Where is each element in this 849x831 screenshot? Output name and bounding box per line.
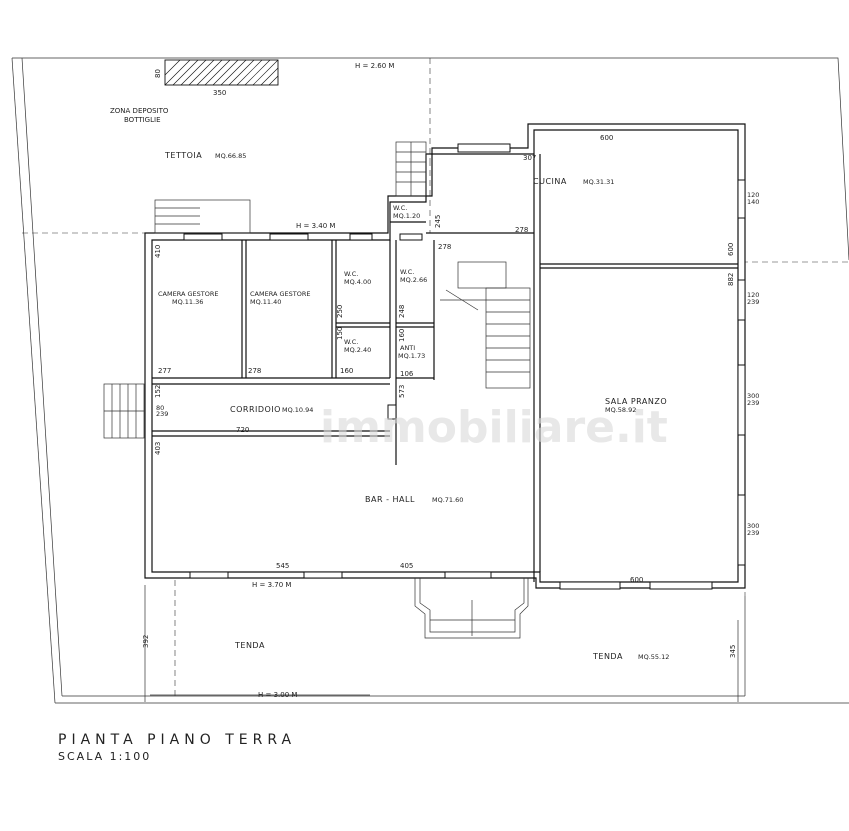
wc1-name: W.C. bbox=[344, 270, 358, 278]
tettoia-stair bbox=[154, 199, 251, 234]
wc-top-name: W.C. bbox=[393, 204, 407, 212]
anti-name: ANTI bbox=[400, 344, 415, 352]
wc1-area: MQ.4.00 bbox=[344, 278, 371, 286]
dim-882: 882 bbox=[727, 273, 735, 286]
wc3-name: W.C. bbox=[344, 338, 358, 346]
win-239a: 239 bbox=[747, 298, 759, 306]
dim-106: 106 bbox=[400, 370, 414, 378]
dim-600-right: 600 bbox=[727, 243, 735, 256]
cucina-name: CUCINA bbox=[533, 177, 567, 186]
dim-405: 405 bbox=[400, 562, 413, 570]
dim-278-c: 278 bbox=[248, 367, 261, 375]
wc3-area: MQ.2.40 bbox=[344, 346, 371, 354]
dim-152: 152 bbox=[154, 385, 162, 398]
central-stair-landing bbox=[457, 261, 507, 289]
watermark: immobiliare.it bbox=[320, 402, 668, 453]
win-300a: 300 bbox=[747, 392, 759, 400]
site-boundary-left-inner bbox=[21, 57, 63, 697]
camera2-name: CAMERA GESTORE bbox=[250, 290, 310, 298]
win-80: 80 bbox=[156, 404, 164, 412]
dim-160-a: 160 bbox=[398, 329, 406, 342]
corridoio-area: MQ.10.94 bbox=[282, 406, 313, 414]
win-300b: 300 bbox=[747, 522, 759, 530]
sala-area: MQ.58.92 bbox=[605, 406, 636, 414]
height-lower: H = 3.70 M bbox=[252, 581, 291, 589]
dim-545: 545 bbox=[276, 562, 289, 570]
central-stair bbox=[440, 287, 531, 389]
dim-160-b: 160 bbox=[340, 367, 353, 375]
wc-top-area: MQ.1.20 bbox=[393, 212, 420, 220]
tenda-right-area: MQ.55.12 bbox=[638, 653, 669, 661]
site-boundary bbox=[12, 57, 849, 261]
camera1-area: MQ.11.36 bbox=[172, 298, 203, 306]
left-stair bbox=[103, 383, 145, 439]
dim-278-a: 278 bbox=[515, 226, 528, 234]
plan-title: PIANTA PIANO TERRA bbox=[58, 732, 296, 748]
building-outline bbox=[144, 123, 746, 589]
dim-345: 345 bbox=[729, 645, 737, 658]
dim-150: 150 bbox=[336, 327, 344, 340]
dim-278-b: 278 bbox=[438, 243, 451, 251]
zone-w: 350 bbox=[213, 89, 226, 97]
sala-name: SALA PRANZO bbox=[605, 397, 667, 406]
anti-area: MQ.1.73 bbox=[398, 352, 425, 360]
tettoia-name: TETTOIA bbox=[164, 151, 202, 160]
dim-245: 245 bbox=[434, 215, 442, 228]
wc2-name: W.C. bbox=[400, 268, 414, 276]
windows bbox=[183, 143, 746, 590]
tenda-right-name: TENDA bbox=[592, 652, 623, 661]
height-mid: H = 3.40 M bbox=[296, 222, 335, 230]
zone-line1: ZONA DEPOSITO bbox=[110, 107, 169, 115]
height-upper: H = 2.60 M bbox=[355, 62, 394, 70]
bar-name: BAR - HALL bbox=[365, 495, 415, 504]
dim-720: 720 bbox=[236, 426, 249, 434]
plan-scale: SCALA 1:100 bbox=[58, 750, 151, 763]
dim-307: 307 bbox=[523, 154, 536, 162]
win-239b: 239 bbox=[747, 399, 759, 407]
tenda-left-name: TENDA bbox=[234, 641, 265, 650]
win-120a: 120 bbox=[747, 191, 759, 199]
dim-600-top: 600 bbox=[600, 134, 613, 142]
zona-deposito-hatch bbox=[164, 59, 279, 86]
win-120b: 120 bbox=[747, 291, 759, 299]
corridoio-name: CORRIDOIO bbox=[230, 405, 281, 414]
entrance-steps bbox=[414, 578, 529, 639]
dim-248: 248 bbox=[398, 305, 406, 318]
hatch-lines bbox=[164, 59, 279, 86]
dim-392: 392 bbox=[142, 635, 150, 648]
dimension-lines bbox=[144, 585, 739, 702]
win-140a: 140 bbox=[747, 198, 759, 206]
camera1-name: CAMERA GESTORE bbox=[158, 290, 218, 298]
zone-line2: BOTTIGLIE bbox=[124, 116, 161, 124]
dim-250: 250 bbox=[336, 305, 344, 318]
dim-600-bottom: 600 bbox=[630, 576, 643, 584]
top-stair bbox=[395, 141, 427, 197]
win-239c: 239 bbox=[747, 529, 759, 537]
bar-area: MQ.71.60 bbox=[432, 496, 463, 504]
dim-573: 573 bbox=[398, 385, 406, 398]
dim-410: 410 bbox=[154, 245, 162, 258]
cucina-area: MQ.31.31 bbox=[583, 178, 614, 186]
height-bottom: H = 3.00 M bbox=[258, 691, 297, 699]
win-239d: 239 bbox=[156, 410, 168, 418]
zone-h: 80 bbox=[154, 69, 162, 78]
camera2-area: MQ.11.40 bbox=[250, 298, 281, 306]
tettoia-area: MQ.66.85 bbox=[215, 152, 246, 160]
dim-277: 277 bbox=[158, 367, 171, 375]
dim-403: 403 bbox=[154, 442, 162, 455]
site-boundary-left bbox=[11, 57, 56, 704]
wc2-area: MQ.2.66 bbox=[400, 276, 427, 284]
